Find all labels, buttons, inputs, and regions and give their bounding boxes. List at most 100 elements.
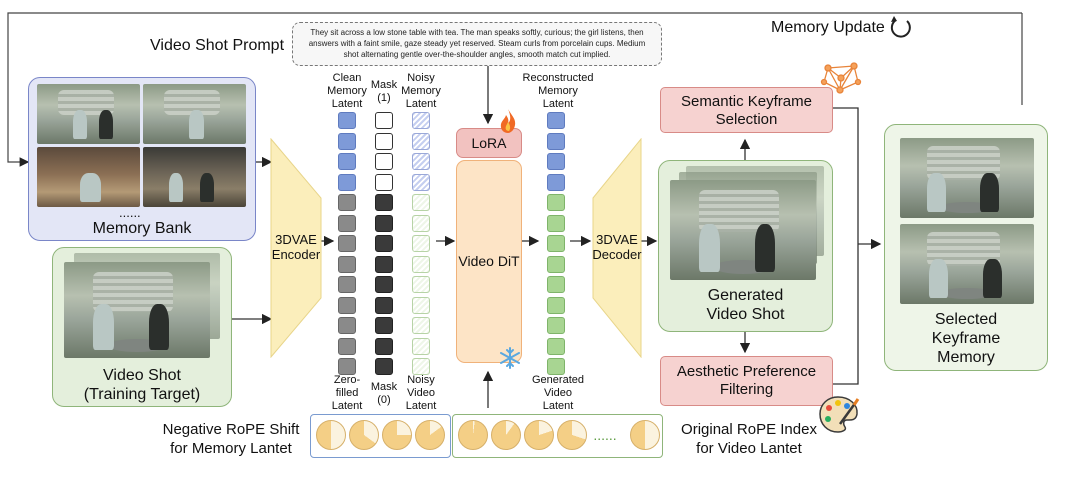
clean-memory-latent-label: Clean Memory Latent xyxy=(327,72,367,110)
memory-bank-label: Memory Bank xyxy=(92,220,192,237)
latent-cell xyxy=(412,235,430,252)
latent-cell xyxy=(338,317,356,334)
latent-cell xyxy=(338,358,356,375)
latent-cell xyxy=(412,337,430,355)
rope-phase-circle xyxy=(382,420,412,450)
latent-cell xyxy=(412,132,430,150)
latent-cell xyxy=(375,153,393,170)
video-shot-frame xyxy=(64,262,210,358)
latent-cell xyxy=(338,153,356,170)
latent-cell xyxy=(412,214,430,232)
latent-cell xyxy=(375,276,393,293)
video-shot-subtitle: (Training Target) xyxy=(83,386,201,403)
latent-cell xyxy=(547,153,565,170)
rope-phase-circle xyxy=(630,420,660,450)
video-dit-label: Video DiT xyxy=(458,253,520,269)
prompt-box: They sit across a low stone table with t… xyxy=(292,22,662,66)
zero-filled-latent-label: Zero- filled Latent xyxy=(331,374,363,412)
prompt-title: Video Shot Prompt xyxy=(150,37,285,54)
memory-frame xyxy=(37,147,140,207)
video-dit-box xyxy=(456,160,522,363)
latent-cell xyxy=(375,337,393,355)
selected-keyframe-memory-label: Selected Keyframe Memory xyxy=(931,311,1001,366)
encoder-label: 3DVAE Encoder xyxy=(271,232,321,262)
latent-cell xyxy=(412,276,430,293)
latent-cell xyxy=(547,214,565,232)
latent-cell xyxy=(338,194,356,211)
original-rope-box xyxy=(452,414,663,458)
reconstructed-memory-latent-label: Reconstructed Memory Latent xyxy=(522,72,594,110)
latent-cell xyxy=(547,276,565,293)
latent-cell xyxy=(412,358,430,375)
generated-video-latent-label: Generated Video Latent xyxy=(532,374,584,412)
latent-cell xyxy=(375,214,393,232)
latent-cell xyxy=(338,296,356,314)
snowflake-icon xyxy=(498,346,522,370)
latent-cell xyxy=(375,235,393,252)
vae-encoder xyxy=(270,137,322,359)
noisy-memory-latent-label: Noisy Memory Latent xyxy=(401,72,441,110)
flame-icon xyxy=(498,108,518,134)
decoder-label: 3DVAE Decoder xyxy=(592,232,642,262)
original-rope-label: Original RoPE Index for Video Lantet xyxy=(681,421,817,457)
semantic-keyframe-selection-label: Semantic Keyframe Selection xyxy=(681,93,812,128)
aesthetic-preference-filtering-label: Aesthetic Preference Filtering xyxy=(676,363,817,398)
latent-cell xyxy=(375,296,393,314)
rope-phase-circle xyxy=(491,420,521,450)
latent-cell xyxy=(375,255,393,273)
rope-phase-circle xyxy=(316,420,346,450)
prompt-text: They sit across a low stone table with t… xyxy=(308,28,646,59)
semantic-keyframe-selection-box xyxy=(660,87,833,133)
noisy-video-latent-label: Noisy Video Latent xyxy=(405,374,437,412)
latent-cell xyxy=(547,296,565,314)
rope-phase-circle xyxy=(415,420,445,450)
latent-cell xyxy=(547,255,565,273)
latent-cell xyxy=(547,194,565,211)
latent-cell xyxy=(375,194,393,211)
latent-cell xyxy=(338,214,356,232)
latent-cell xyxy=(547,235,565,252)
latent-cell xyxy=(547,173,565,191)
rope-phase-circle xyxy=(458,420,488,450)
latent-cell xyxy=(338,173,356,191)
generated-frame xyxy=(670,180,816,280)
latent-cell xyxy=(375,173,393,191)
aesthetic-preference-filtering-box xyxy=(660,356,833,406)
latent-cell xyxy=(412,194,430,211)
mask-0-label: Mask (0) xyxy=(370,381,398,406)
latent-cell xyxy=(375,112,393,129)
rope-dots: ...... xyxy=(593,427,617,443)
latent-cell xyxy=(412,153,430,170)
video-shot-title: Video Shot xyxy=(103,367,181,384)
selected-keyframe xyxy=(900,138,1034,218)
mask-1-label: Mask (1) xyxy=(370,79,398,104)
negative-rope-box xyxy=(310,414,451,458)
video-shot-label: Video Shot (Training Target) xyxy=(52,366,232,404)
latent-cell xyxy=(338,112,356,129)
selected-keyframe xyxy=(900,224,1034,304)
lora-label: LoRA xyxy=(471,135,507,151)
memory-frame xyxy=(143,84,246,144)
latent-cell xyxy=(547,337,565,355)
latent-cell xyxy=(412,317,430,334)
memory-bank-dots: ...... xyxy=(119,205,141,220)
latent-cell xyxy=(547,317,565,334)
memory-update-label: Memory Update xyxy=(771,19,885,36)
latent-cell xyxy=(412,112,430,129)
latent-cell xyxy=(338,276,356,293)
rope-phase-circle xyxy=(524,420,554,450)
latent-cell xyxy=(338,235,356,252)
memory-frame xyxy=(37,84,140,144)
memory-frame xyxy=(143,147,246,207)
latent-cell xyxy=(375,132,393,150)
latent-cell xyxy=(412,296,430,314)
latent-cell xyxy=(412,255,430,273)
refresh-icon xyxy=(888,15,914,41)
latent-cell xyxy=(375,317,393,334)
latent-cell xyxy=(547,132,565,150)
lora-box xyxy=(456,128,522,158)
palette-icon xyxy=(818,394,860,434)
negative-rope-label: Negative RoPE Shift for Memory Lantet xyxy=(162,421,300,457)
latent-cell xyxy=(412,173,430,191)
